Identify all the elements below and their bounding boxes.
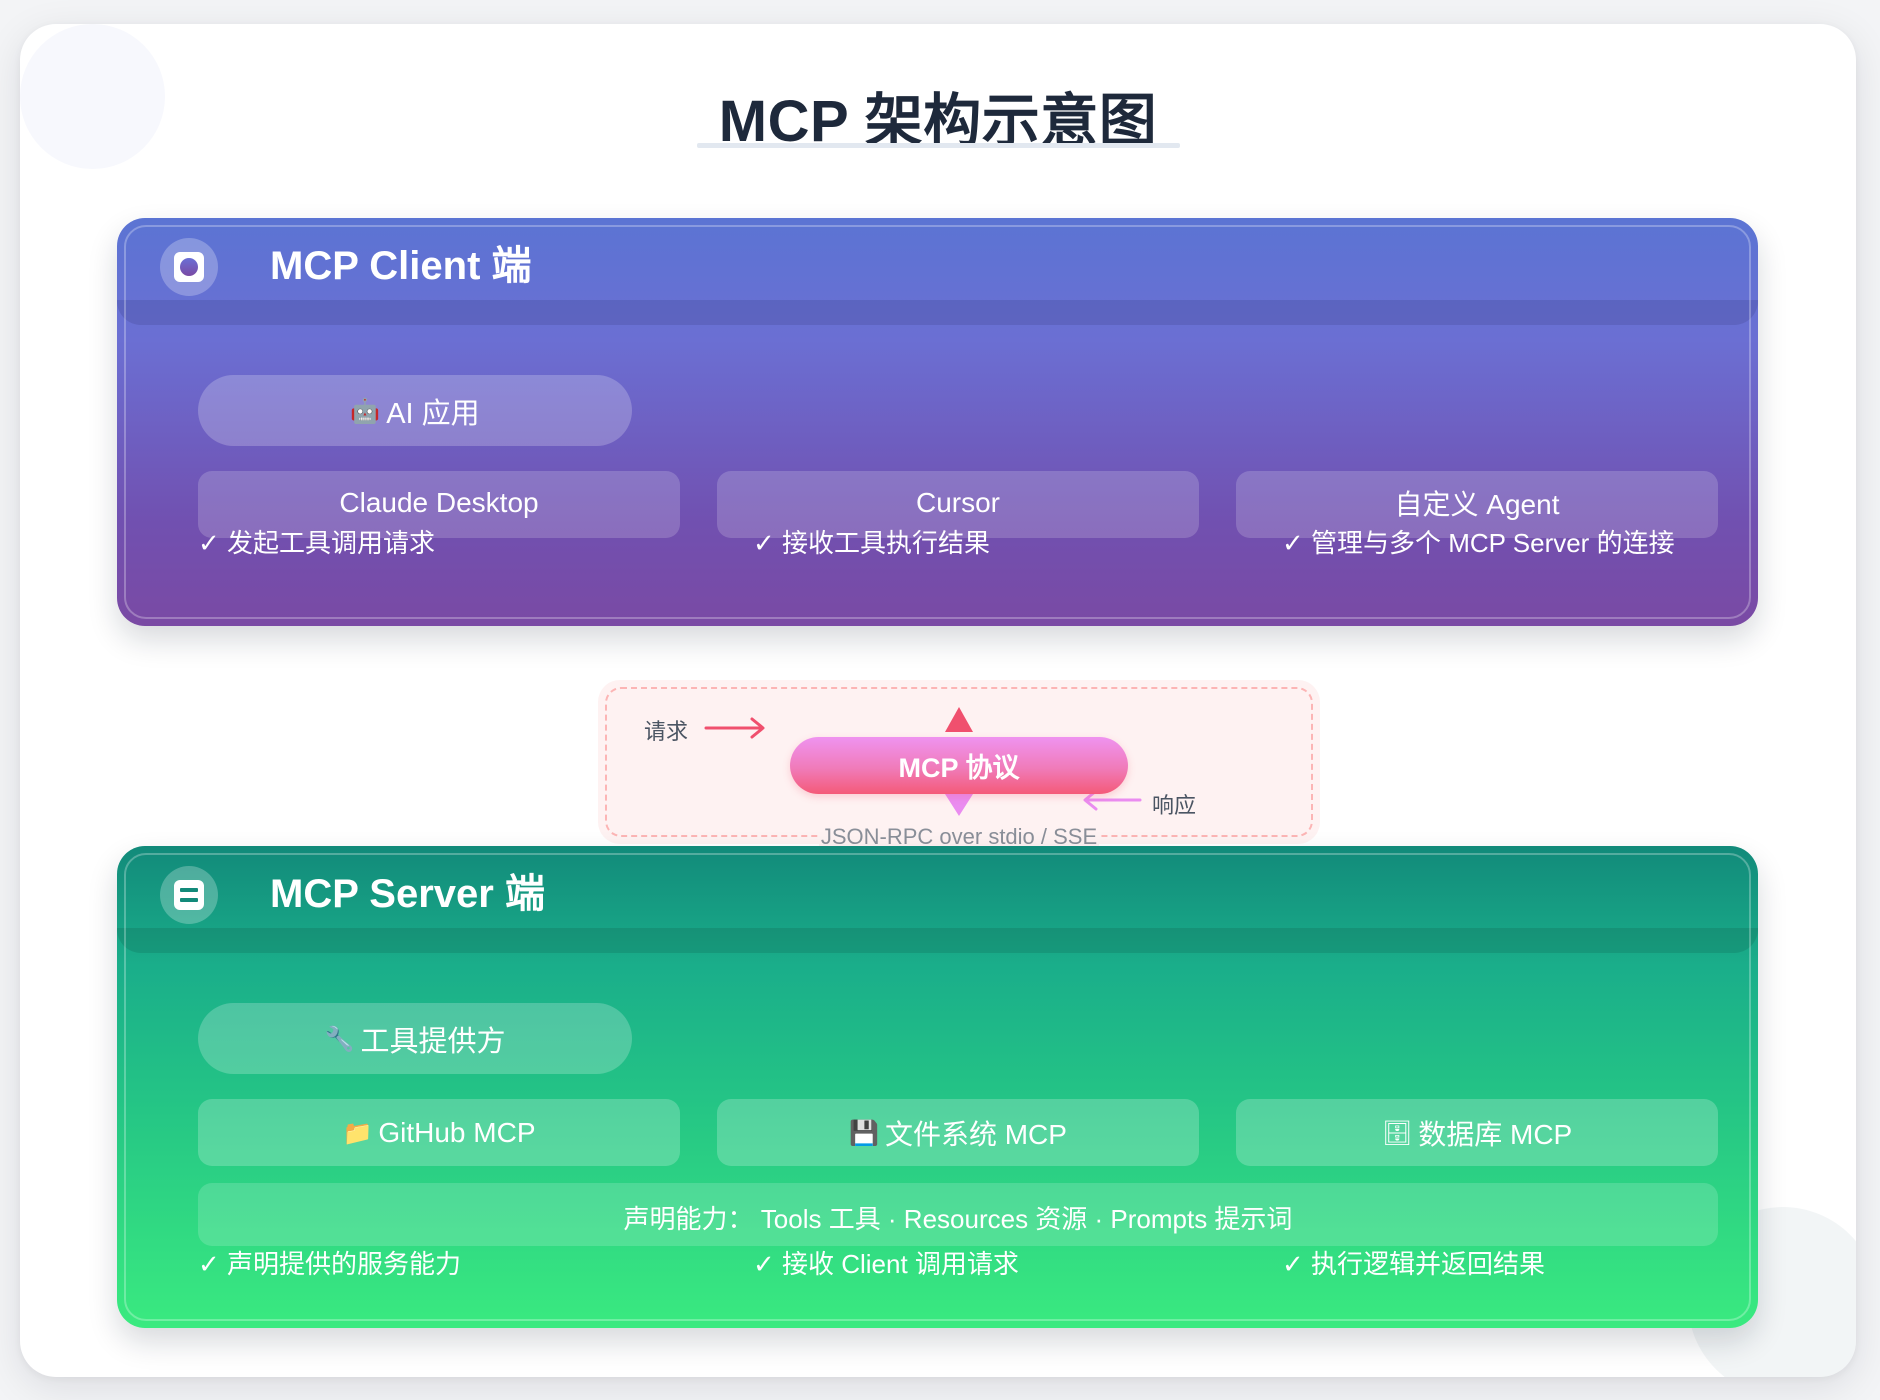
- response-label: 响应: [1152, 793, 1197, 818]
- protocol-box: 请求 MCP 协议 响应 JSON-RPC over stdio / SSE: [598, 680, 1320, 849]
- client-check-item: ✓ 发起工具调用请求: [198, 528, 436, 558]
- request-arrow-icon: [704, 717, 765, 739]
- client-group-label: AI 应用: [386, 397, 480, 430]
- floppy-disk-icon: 💾: [849, 1118, 879, 1147]
- protocol-arrows: [704, 707, 1142, 816]
- client-check-item: ✓ 管理与多个 MCP Server 的连接: [1282, 528, 1675, 558]
- mcp-protocol-pill: MCP 协议: [790, 737, 1128, 794]
- client-check-item: ✓ 接收工具执行结果: [753, 528, 991, 558]
- transport-label: JSON-RPC over stdio / SSE: [818, 824, 1100, 849]
- capabilities-bar: 声明能力： Tools 工具 · Resources 资源 · Prompts …: [198, 1183, 1718, 1246]
- down-triangle-icon: [945, 794, 973, 816]
- server-item-database: 🗄 数据库 MCP: [1236, 1099, 1718, 1166]
- server-title: MCP Server 端: [270, 872, 545, 916]
- diagram-canvas: MCP 架构示意图 MCP Client 端 🤖 AI 应用 Claude De…: [20, 24, 1856, 1377]
- client-group-pill: 🤖 AI 应用: [198, 375, 632, 446]
- response-arrow-icon: [1083, 789, 1142, 811]
- server-rack-icon: [160, 866, 218, 924]
- client-window-icon: [160, 238, 218, 296]
- client-item-cursor: Cursor: [717, 471, 1199, 538]
- folder-icon: 📁: [342, 1118, 373, 1147]
- server-check-item: ✓ 执行逻辑并返回结果: [1282, 1249, 1546, 1279]
- up-triangle-icon: [945, 707, 973, 732]
- title-underline: [697, 143, 1180, 148]
- client-title: MCP Client 端: [270, 244, 532, 288]
- client-item-custom-agent: 自定义 Agent: [1236, 471, 1718, 538]
- server-group-pill: 🔧 工具提供方: [198, 1003, 632, 1074]
- client-section: MCP Client 端 🤖 AI 应用 Claude Desktop Curs…: [117, 218, 1758, 626]
- robot-icon: 🤖: [350, 396, 381, 425]
- server-header: MCP Server 端: [117, 846, 1758, 953]
- client-header: MCP Client 端: [117, 218, 1758, 325]
- server-item-github: 📁 GitHub MCP: [198, 1099, 680, 1166]
- server-check-item: ✓ 接收 Client 调用请求: [753, 1249, 1019, 1279]
- server-item-filesystem: 💾 文件系统 MCP: [717, 1099, 1199, 1166]
- client-item-claude-desktop: Claude Desktop: [198, 471, 680, 538]
- server-section: MCP Server 端 🔧 工具提供方 📁 GitHub MCP 💾 文件系统…: [117, 846, 1758, 1328]
- request-label: 请求: [644, 719, 689, 744]
- server-group-label: 工具提供方: [360, 1025, 506, 1058]
- file-cabinet-icon: 🗄: [1381, 1118, 1413, 1147]
- decorative-circle-top-left: [20, 24, 165, 169]
- server-check-item: ✓ 声明提供的服务能力: [198, 1249, 462, 1279]
- wrench-icon: 🔧: [324, 1024, 355, 1053]
